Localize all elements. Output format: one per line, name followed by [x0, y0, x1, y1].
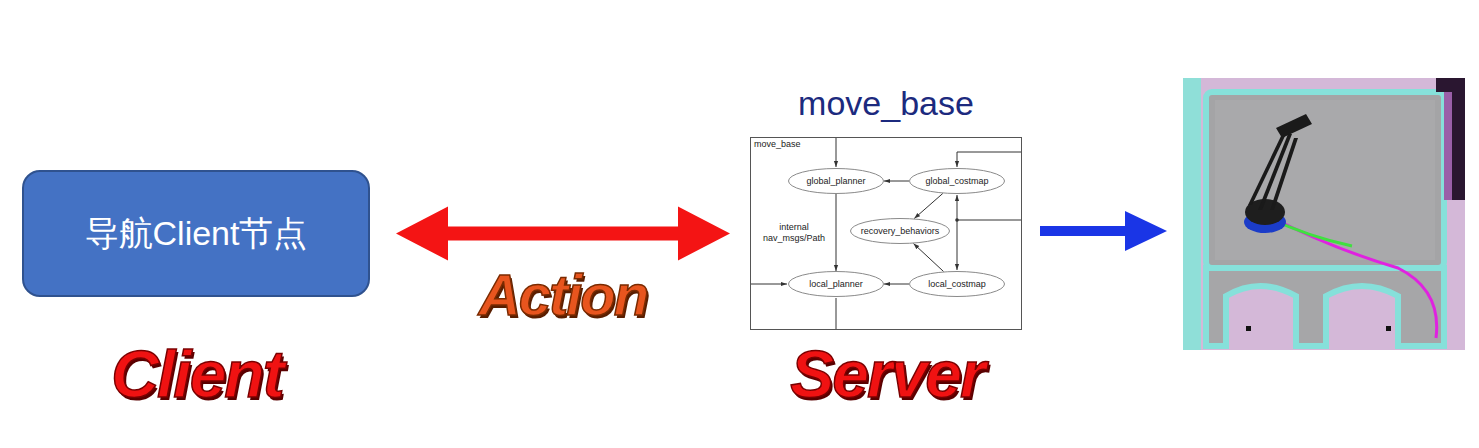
- costmap-ellipse: local_costmap: [909, 271, 1005, 297]
- node-text: global_costmap: [925, 176, 988, 186]
- robot-map-illustration: [1183, 78, 1465, 350]
- action-arrow: [396, 207, 730, 261]
- node-text: global_planner: [806, 176, 865, 186]
- internal-wires: [750, 138, 1022, 330]
- junction-dot: [955, 218, 959, 222]
- planner-ellipse: global_planner: [788, 168, 884, 194]
- frame-label: move_base: [754, 139, 801, 149]
- planner-ellipse: local_planner: [788, 271, 884, 297]
- costmap-ellipse: global_costmap: [909, 168, 1005, 194]
- node-text: recovery_behaviors: [861, 226, 940, 236]
- data-flow-line: [884, 284, 909, 285]
- node-text: 导航Client节点: [85, 211, 308, 257]
- recovery-ellipse: recovery_behaviors: [850, 218, 950, 244]
- node-text: local_planner: [809, 279, 863, 289]
- data-flow-line: [914, 193, 943, 218]
- edge-label: internal nav_msgs/Path: [758, 222, 830, 244]
- frame-heading: move_base: [798, 84, 974, 123]
- data-flow-line: [913, 244, 943, 272]
- client-node-box: 导航Client节点: [22, 170, 370, 297]
- node-text: local_costmap: [928, 279, 986, 289]
- client-role-label: Client: [111, 336, 282, 412]
- data-flow-line: [836, 194, 837, 271]
- data-flow-line: [884, 181, 909, 182]
- edge-label: Action: [479, 261, 647, 328]
- output-arrow: [1040, 211, 1167, 251]
- server-role-label: Server: [790, 336, 984, 412]
